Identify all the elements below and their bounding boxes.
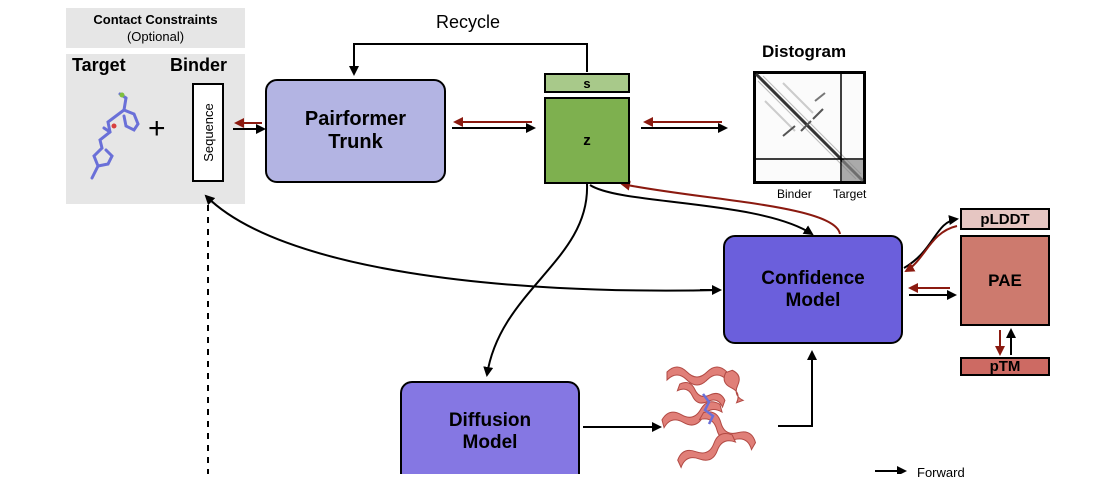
protein-structure-icon [661,366,757,469]
contact-constraints-header [66,8,245,48]
plddt-label: pLDDT [980,210,1030,228]
z-to-diffusion [483,183,589,377]
z-box: z [544,97,630,184]
pairformer-line2: Trunk [328,131,383,153]
sequence-box: Sequence [192,83,224,182]
confidence-to-plddt [903,215,959,269]
binder-label: Binder [170,55,228,75]
pairformer-trunk-box: Pairformer Trunk [265,79,446,183]
distogram-target-label: Target [833,187,867,201]
plddt-to-confidence-backward [904,225,958,273]
diffusion-line1: Diffusion [448,409,532,431]
diffusion-line2: Model [462,431,518,453]
s-label: s [583,75,591,91]
ptm-box: pTM [960,357,1050,376]
confidence-line1: Confidence [761,267,865,289]
plddt-box: pLDDT [960,208,1050,230]
pae-box: PAE [960,235,1050,326]
pairformer-line1: Pairformer [304,108,407,130]
z-to-confidence-forward [589,184,814,236]
diffusion-model-box: Diffusion Model [400,381,580,474]
plus-sign: + [148,112,166,145]
distogram-binder-label: Binder [777,187,812,201]
confidence-line2: Model [785,289,841,311]
contact-constraints-title: Contact Constraints [93,12,218,27]
target-label: Target [72,55,126,75]
s-box: s [544,73,630,93]
structure-to-confidence [778,350,817,427]
contact-constraints-optional: (Optional) [126,29,185,44]
sequence-to-confidence [204,194,721,292]
molecule-icon [90,92,140,180]
confidence-to-z-backward [620,180,841,235]
recycle-arrow [349,43,588,76]
z-label: z [583,132,591,149]
legend-forward-label: Forward [917,465,965,480]
recycle-label: Recycle [436,12,501,32]
confidence-model-box: Confidence Model [723,235,903,344]
ptm-label: pTM [989,358,1021,375]
pae-label: PAE [988,270,1022,290]
distogram-title: Distogram [762,42,847,61]
distogram-image [753,71,866,184]
